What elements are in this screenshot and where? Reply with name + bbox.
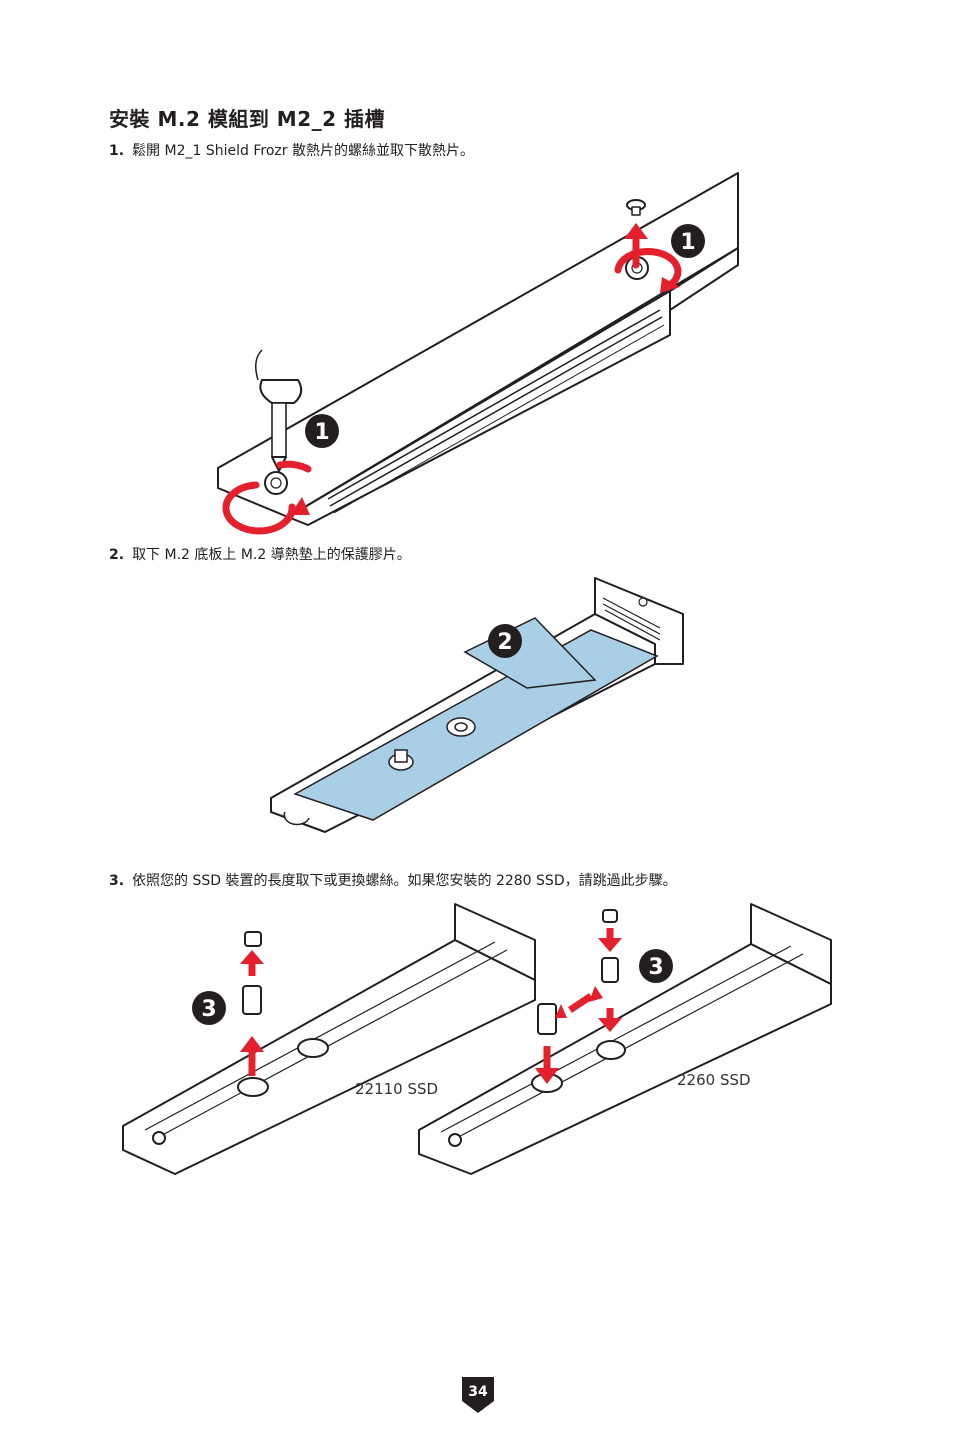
step-1-number: 1. [109, 143, 125, 159]
step-2: 2. 取下 M.2 底板上 M.2 導熱墊上的保護膠片。 [109, 544, 411, 564]
label-2260-ssd: 2260 SSD [677, 1071, 751, 1089]
badge-3-right: 3 [648, 955, 663, 980]
step-1: 1. 鬆開 M2_1 Shield Frozr 散熱片的螺絲並取下散熱片。 [109, 140, 474, 160]
label-22110-ssd: 22110 SSD [355, 1080, 438, 1098]
step-3-number: 3. [109, 873, 125, 889]
heatsink-removal-illustration: 1 1 [217, 172, 739, 535]
standoff-replacement-illustration: 3 3 22110 SSD 2260 SSD [122, 903, 832, 1175]
badge-2: 2 [497, 630, 512, 655]
badge-1-bg-top [671, 224, 705, 258]
step-1-text: 鬆開 M2_1 Shield Frozr 散熱片的螺絲並取下散熱片。 [132, 143, 474, 159]
step-3-text: 依照您的 SSD 裝置的長度取下或更換螺絲。如果您安裝的 2280 SSD，請跳… [132, 873, 677, 889]
badge-2-bg [488, 624, 522, 658]
badge-1-bg-bottom [305, 414, 339, 448]
badge-1-bottom: 1 [314, 420, 329, 445]
badge-3-bg-left [192, 991, 226, 1025]
page-number: 34 [468, 1384, 488, 1400]
step-2-number: 2. [109, 547, 125, 563]
badge-1-top: 1 [680, 230, 695, 255]
step-2-text: 取下 M.2 底板上 M.2 導熱墊上的保護膠片。 [132, 547, 411, 563]
thermal-pad-illustration: 2 [270, 577, 684, 833]
step-3: 3. 依照您的 SSD 裝置的長度取下或更換螺絲。如果您安裝的 2280 SSD，… [109, 870, 677, 890]
badge-3-left: 3 [201, 997, 216, 1022]
page-number-badge [462, 1377, 494, 1413]
section-heading: 安裝 M.2 模組到 M2_2 插槽 [109, 107, 386, 131]
badge-3-bg-right [639, 949, 673, 983]
